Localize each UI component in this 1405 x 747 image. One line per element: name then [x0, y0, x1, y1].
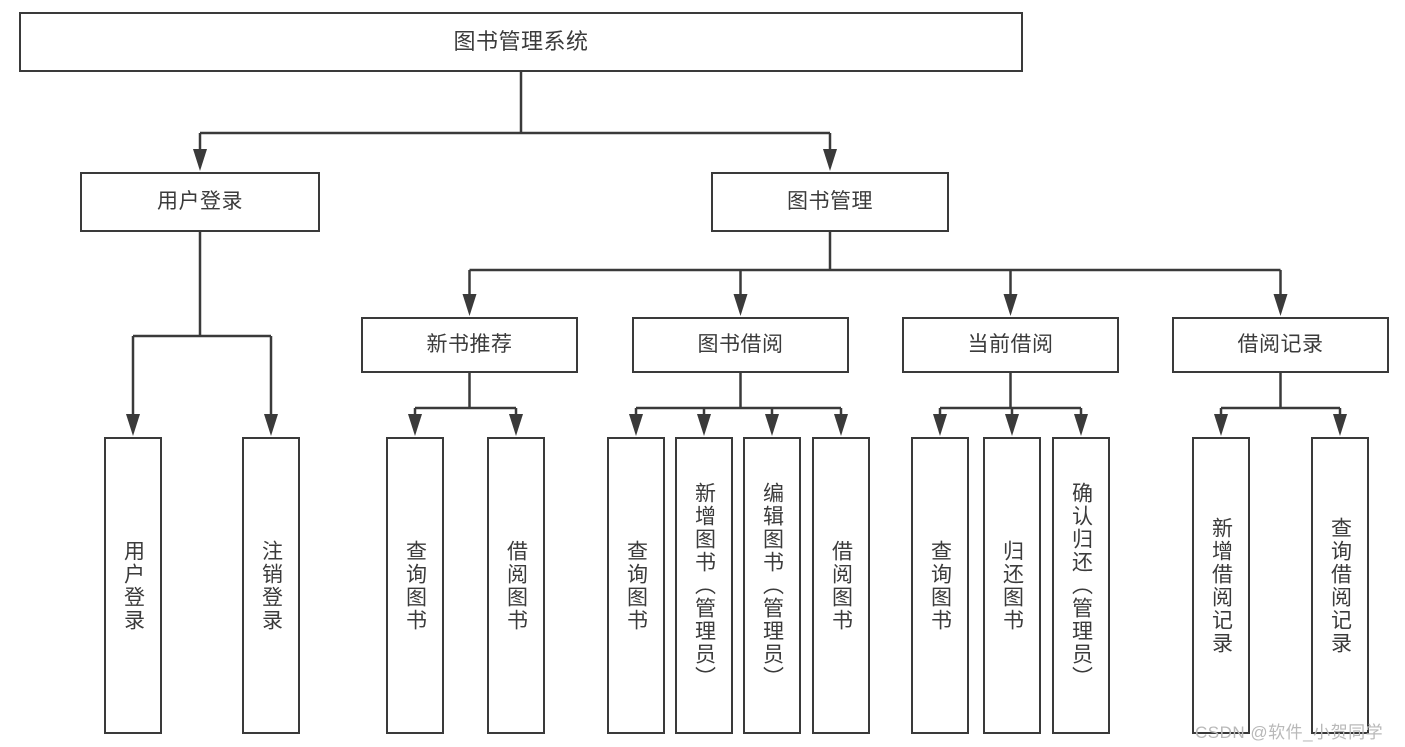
- arrowhead-leaf-logout: [264, 414, 278, 436]
- node-label: 编辑图书（管理员）: [760, 482, 784, 689]
- node-label: 归还图书: [1000, 539, 1024, 632]
- arrowhead-leaf-query-book-current: [933, 414, 947, 436]
- node-leaf-edit-book[interactable]: 编辑图书（管理员）: [743, 437, 801, 734]
- node-label: 确认归还（管理员）: [1069, 482, 1093, 689]
- node-label: 图书借阅: [697, 333, 784, 357]
- node-borrow-record[interactable]: 借阅记录: [1172, 317, 1389, 373]
- node-label: 查询图书: [403, 539, 427, 632]
- node-user-login[interactable]: 用户登录: [80, 172, 320, 232]
- node-leaf-borrow-book[interactable]: 借阅图书: [812, 437, 870, 734]
- arrowhead-leaf-add-record: [1214, 414, 1228, 436]
- node-current-borrow[interactable]: 当前借阅: [902, 317, 1119, 373]
- node-label: 新增图书（管理员）: [692, 482, 716, 689]
- node-leaf-query-book-borrow[interactable]: 查询图书: [607, 437, 665, 734]
- arrowhead-user-login: [193, 149, 207, 171]
- arrowhead-leaf-add-book: [697, 414, 711, 436]
- arrowhead-leaf-borrow-book: [834, 414, 848, 436]
- node-label: 用户登录: [121, 539, 145, 632]
- node-label: 借阅图书: [829, 539, 853, 632]
- node-label: 查询借阅记录: [1328, 516, 1352, 655]
- node-leaf-query-book-current[interactable]: 查询图书: [911, 437, 969, 734]
- node-label: 借阅图书: [504, 539, 528, 632]
- node-label: 新增借阅记录: [1209, 516, 1233, 655]
- node-new-book-recommend[interactable]: 新书推荐: [361, 317, 578, 373]
- node-label: 查询图书: [928, 539, 952, 632]
- node-leaf-add-book[interactable]: 新增图书（管理员）: [675, 437, 733, 734]
- node-label: 查询图书: [624, 539, 648, 632]
- arrowhead-leaf-confirm-return: [1074, 414, 1088, 436]
- node-label: 注销登录: [259, 539, 283, 632]
- arrowhead-leaf-query-record: [1333, 414, 1347, 436]
- node-label: 借阅记录: [1237, 333, 1324, 357]
- node-leaf-confirm-return[interactable]: 确认归还（管理员）: [1052, 437, 1110, 734]
- arrowhead-leaf-user-login: [126, 414, 140, 436]
- node-leaf-add-record[interactable]: 新增借阅记录: [1192, 437, 1250, 734]
- node-book-manage[interactable]: 图书管理: [711, 172, 949, 232]
- arrowhead-leaf-query-book-borrow: [629, 414, 643, 436]
- arrowhead-book-manage: [823, 149, 837, 171]
- arrowhead-borrow-record: [1273, 294, 1288, 316]
- node-label: 当前借阅: [967, 333, 1054, 357]
- node-leaf-borrow-book-rec[interactable]: 借阅图书: [487, 437, 545, 734]
- arrowhead-current-borrow: [1003, 294, 1018, 316]
- node-leaf-query-record[interactable]: 查询借阅记录: [1311, 437, 1369, 734]
- node-leaf-logout[interactable]: 注销登录: [242, 437, 300, 734]
- node-label: 图书管理系统: [453, 28, 589, 54]
- node-book-borrow[interactable]: 图书借阅: [632, 317, 849, 373]
- node-leaf-query-book-rec[interactable]: 查询图书: [386, 437, 444, 734]
- node-root[interactable]: 图书管理系统: [19, 12, 1023, 72]
- arrowhead-leaf-borrow-book-rec: [509, 414, 523, 436]
- arrowhead-book-borrow: [733, 294, 748, 316]
- arrowhead-new-book-recommend: [462, 294, 477, 316]
- node-leaf-return-book[interactable]: 归还图书: [983, 437, 1041, 734]
- node-leaf-user-login[interactable]: 用户登录: [104, 437, 162, 734]
- arrowhead-leaf-query-book-rec: [408, 414, 422, 436]
- watermark-label: CSDN @软件_小贺同学: [1195, 723, 1384, 742]
- node-label: 图书管理: [787, 190, 873, 214]
- arrowhead-leaf-edit-book: [765, 414, 779, 436]
- node-label: 新书推荐: [426, 333, 513, 357]
- node-label: 用户登录: [157, 190, 243, 214]
- arrowhead-leaf-return-book: [1005, 414, 1019, 436]
